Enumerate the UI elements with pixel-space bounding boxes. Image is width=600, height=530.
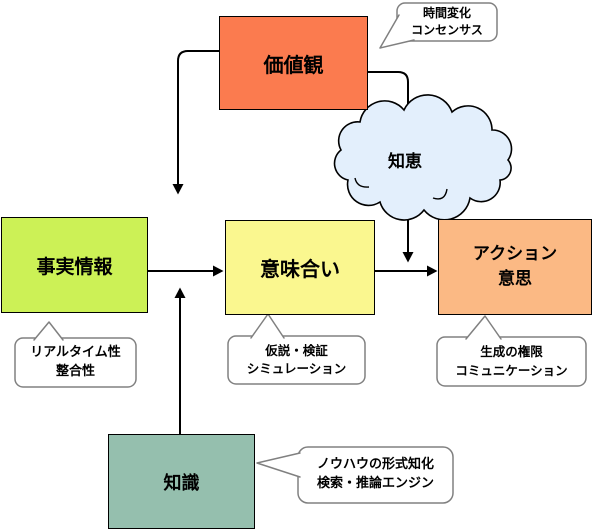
node-action-label-line2: 意思 [498, 269, 532, 289]
cloud-curl-left [354, 177, 370, 188]
node-facts-label: 事実情報 [36, 255, 113, 278]
callout-facts-tail [33, 321, 64, 341]
callout-knowledge-line1: ノウハウの形式知化 [316, 457, 434, 473]
arrowhead-values-down [172, 184, 184, 195]
node-knowledge: 知識 [108, 434, 255, 529]
callout-values-tail [379, 14, 415, 49]
callout-knowledge-tail [256, 452, 301, 478]
node-values-label: 価値観 [263, 52, 324, 77]
callout-action-note: 生成の権限 コミュニケーション [437, 337, 586, 386]
arrowhead-meaning-to-action [427, 265, 438, 277]
arrowhead-knowledge-up [174, 287, 186, 298]
node-action: アクション 意思 [438, 219, 592, 315]
node-meaning-label: 意味合い [260, 257, 340, 281]
arrow-values-to-action-flow [368, 71, 409, 252]
callout-knowledge-note: ノウハウの形式知化 検索・推論エンジン [298, 447, 453, 503]
callout-facts-bubble [14, 337, 137, 388]
callout-meaning-line2: シミュレーション [246, 361, 347, 376]
node-action-label-line1: アクション [472, 243, 558, 264]
node-values: 価値観 [219, 16, 368, 110]
wisdom-cloud-shape [333, 94, 513, 221]
callout-values-line2: コンセンサス [411, 23, 483, 37]
callout-action-line1: 生成の権限 [480, 344, 543, 360]
callout-values-note: 時間変化 コンセンサス [397, 3, 497, 41]
callout-action-bubble [436, 336, 587, 387]
node-meaning: 意味合い [225, 220, 375, 315]
node-facts: 事実情報 [1, 217, 148, 313]
callout-knowledge-line2: 検索・推論エンジン [316, 476, 434, 491]
callout-values-line1: 時間変化 [422, 5, 471, 20]
callout-meaning-bubble [227, 335, 366, 385]
callout-facts-line1: リアルタイム性 [30, 344, 121, 360]
cloud-curl-right [432, 188, 448, 200]
callout-meaning-note: 仮説・検証 シミュレーション [228, 336, 365, 384]
callout-facts-line2: 整合性 [55, 363, 95, 379]
node-knowledge-label: 知識 [163, 472, 200, 494]
callout-facts-note: リアルタイム性 整合性 [15, 338, 136, 387]
callout-meaning-tail [250, 313, 285, 339]
arrowhead-values-to-action-flow [402, 252, 414, 263]
node-wisdom-label: 知恵 [344, 143, 466, 175]
arrow-values-down [177, 50, 219, 184]
wisdom-text: 知恵 [388, 151, 422, 172]
arrowhead-facts-to-meaning [213, 265, 224, 277]
callout-action-line2: コミュニケーション [455, 362, 568, 378]
callout-action-tail [465, 315, 502, 340]
callout-meaning-line1: 仮説・検証 [265, 342, 328, 358]
